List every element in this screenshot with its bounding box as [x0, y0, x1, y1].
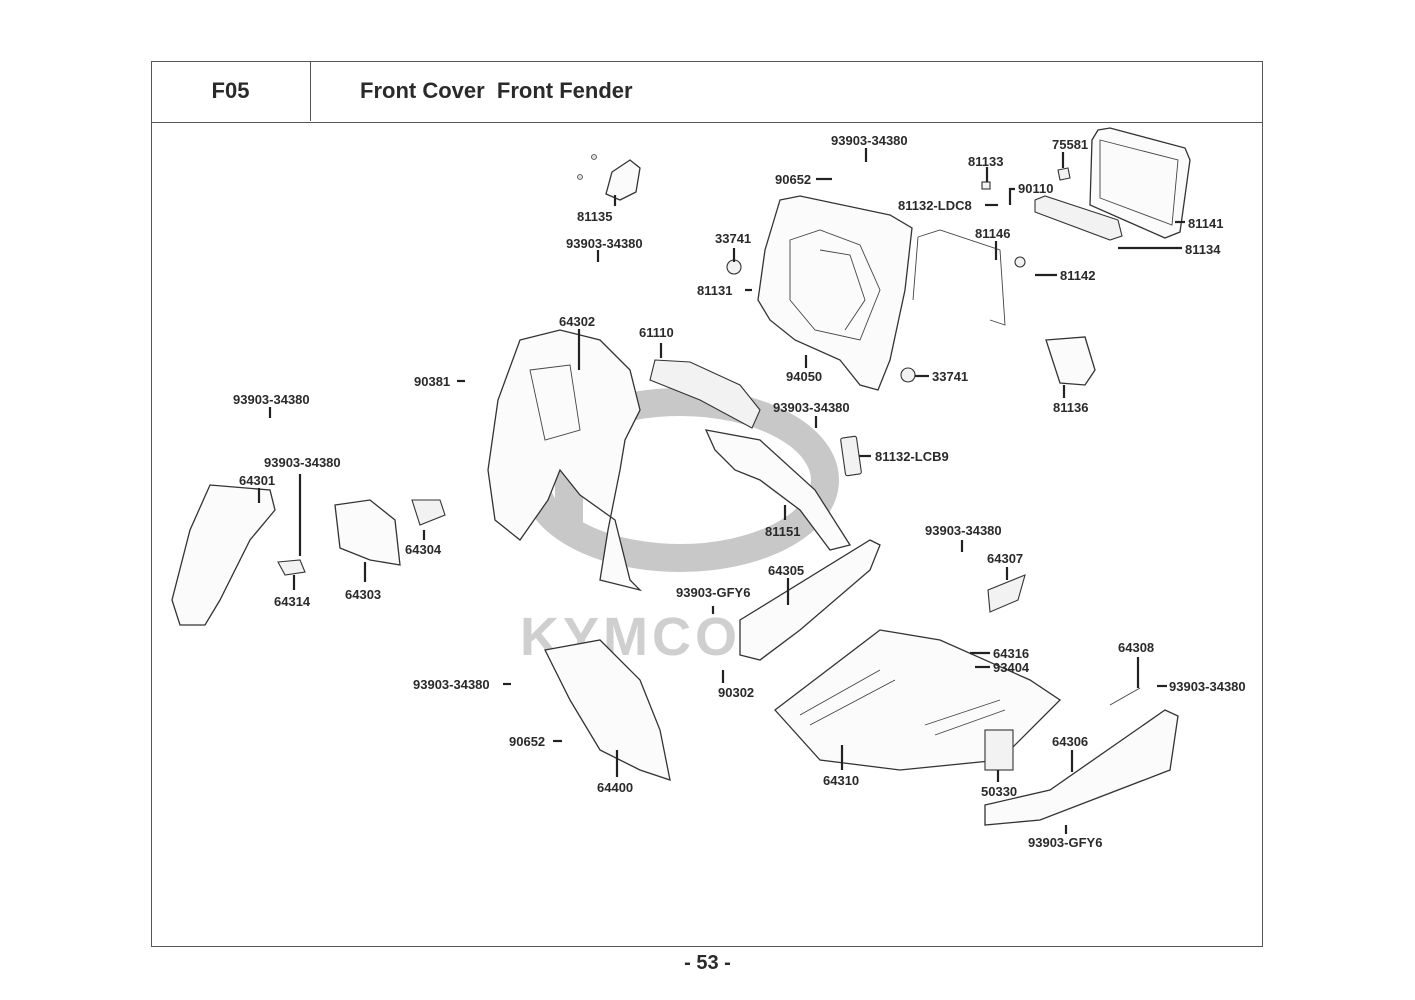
label-90302: 90302 [718, 685, 754, 700]
label-64307: 64307 [987, 551, 1023, 566]
label-64308: 64308 [1118, 640, 1154, 655]
label-93404: 93404 [993, 660, 1030, 675]
label-93903-34380: 93903-34380 [925, 523, 1002, 538]
leader-lines [257, 148, 1185, 834]
part-81134-drawing [1034, 195, 1123, 241]
part-labels: 93903-34380 90652 81133 90110 81132-LDC8… [233, 133, 1246, 850]
label-93903-34380: 93903-34380 [773, 400, 850, 415]
label-64301: 64301 [239, 473, 275, 488]
label-81146: 81146 [975, 226, 1010, 241]
part-81135-drawing [577, 154, 641, 201]
label-64302: 64302 [559, 314, 595, 329]
label-64310: 64310 [823, 773, 859, 788]
label-93903-34380: 93903-34380 [233, 392, 310, 407]
label-61110: 61110 [639, 325, 674, 340]
part-50330-drawing [984, 729, 1014, 771]
label-93903-34380: 93903-34380 [264, 455, 341, 470]
label-50330: 50330 [981, 784, 1017, 799]
label-81131: 81131 [697, 283, 732, 298]
label-64305: 64305 [768, 563, 804, 578]
label-90381: 90381 [414, 374, 450, 389]
part-64303-drawing [334, 499, 401, 566]
header-row: F05 Front Cover Front Fender [151, 61, 1263, 123]
label-81135: 81135 [577, 209, 612, 224]
label-81141: 81141 [1188, 216, 1223, 231]
label-64314: 64314 [274, 594, 311, 609]
part-61110-drawing [649, 359, 761, 429]
part-64305-drawing [739, 539, 881, 661]
label-93903-34380: 93903-34380 [831, 133, 908, 148]
label-90110: 90110 [1018, 181, 1053, 196]
label-81134: 81134 [1185, 242, 1221, 257]
label-90652: 90652 [775, 172, 811, 187]
part-81146-drawing [912, 229, 1006, 326]
diagram-frame [151, 61, 1263, 947]
part-64301-drawing [171, 484, 276, 626]
part-64306-drawing [984, 709, 1179, 826]
part-81131-drawing [757, 195, 913, 391]
label-64304: 64304 [405, 542, 442, 557]
label-81132-lcb9: 81132-LCB9 [875, 449, 949, 464]
label-75581: 75581 [1052, 137, 1088, 152]
part-81142-drawing [1014, 256, 1026, 268]
label-93903-gfy6: 93903-GFY6 [1028, 835, 1102, 850]
label-93903-34380: 93903-34380 [566, 236, 643, 251]
label-93903-gfy6: 93903-GFY6 [676, 585, 750, 600]
part-64400-drawing [544, 639, 671, 781]
label-90652: 90652 [509, 734, 545, 749]
label-64306: 64306 [1052, 734, 1088, 749]
part-64302-drawing [487, 329, 643, 592]
part-64308-drawing [1109, 687, 1141, 706]
label-81136: 81136 [1053, 400, 1088, 415]
label-81133: 81133 [968, 154, 1003, 169]
label-64303: 64303 [345, 587, 381, 602]
label-81132-ldc8: 81132-LDC8 [898, 198, 972, 213]
part-81132-lcb9-drawing [840, 435, 862, 477]
section-title: Front Cover Front Fender [360, 78, 633, 103]
label-33741: 33741 [715, 231, 751, 246]
label-93903-34380: 93903-34380 [1169, 679, 1246, 694]
part-81141-drawing [1089, 127, 1191, 239]
label-64316: 64316 [993, 646, 1029, 661]
part-75581-drawing [1057, 167, 1071, 181]
part-64304-drawing [411, 499, 446, 526]
label-94050: 94050 [786, 369, 822, 384]
label-93903-34380: 93903-34380 [413, 677, 490, 692]
label-81142: 81142 [1060, 268, 1095, 283]
part-81151-drawing [704, 429, 852, 551]
label-33741: 33741 [932, 369, 968, 384]
section-code: F05 [151, 61, 311, 121]
part-64307-drawing [987, 574, 1026, 613]
page-number: - 53 - [684, 952, 731, 974]
part-64314-drawing [277, 559, 306, 576]
label-64400: 64400 [597, 780, 633, 795]
label-81151: 81151 [765, 524, 800, 539]
part-81136-drawing [1045, 336, 1096, 386]
